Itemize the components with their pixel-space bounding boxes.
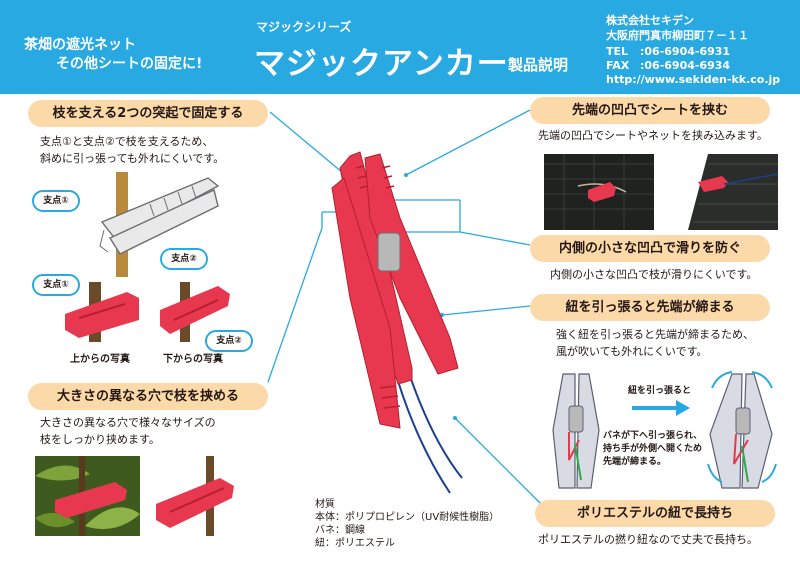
support-1-badge-photo: 支点① xyxy=(32,274,80,296)
diagram-pull-label: 紐を引っ張ると xyxy=(628,386,692,396)
heading-branch-support: 枝を支える2つの突起で固定する xyxy=(28,100,268,127)
material-title: 材質 xyxy=(315,499,335,510)
heading-inner-grip: 内側の小さな凹凸で滑りを防ぐ xyxy=(530,235,770,262)
header-banner xyxy=(0,0,800,94)
photo-bottom-view xyxy=(158,282,238,342)
diagram-clip-after xyxy=(707,371,777,489)
heading-pull-tighten: 紐を引っ張ると先端が締まる xyxy=(530,294,770,321)
company-address: 大阪府門真市柳田町７－１１ xyxy=(606,29,749,42)
page-title: マジックアンカー xyxy=(254,46,509,82)
photo-top-view xyxy=(55,282,145,342)
holes-desc-2: 枝をしっかり挟めます。 xyxy=(40,433,160,446)
support-1-badge: 支点① xyxy=(32,190,80,212)
support-2-badge: 支点② xyxy=(160,248,208,270)
support-2-badge-photo: 支点② xyxy=(205,330,253,352)
caption-top-view: 上からの写真 xyxy=(70,354,130,365)
branch-clip-illustration xyxy=(99,172,220,277)
tel-number: :06-6904-6931 xyxy=(640,45,731,58)
photo-tip-net xyxy=(678,154,778,230)
heading-polyester-cord: ポリエステルの紐で長持ち xyxy=(535,500,775,527)
material-body: 本体：ポリプロピレン（UV耐候性樹脂） xyxy=(315,512,500,523)
heading-holes: 大きさの異なる穴で枝を挟める xyxy=(28,383,268,410)
diagram-text-3: 先端が締まる。 xyxy=(603,457,667,467)
diagram-arrow-icon xyxy=(632,400,690,416)
cord-desc-1: ポリエステルの撚り紐なので丈夫で長持ち。 xyxy=(538,533,758,546)
fax-number: :06-6904-6934 xyxy=(640,59,731,72)
pull-desc-1: 強く紐を引っ張ると先端が締まるため、 xyxy=(556,328,754,341)
holes-desc-1: 大きさの異なる穴で様々なサイズの xyxy=(40,416,216,429)
heading-tip: 先端の凹凸でシートを挟む xyxy=(530,97,770,124)
branch-desc-1: 支点①と支点②で枝を支えるため、 xyxy=(40,135,214,148)
material-spring: バネ：鋼線 xyxy=(315,525,365,536)
photo-holes-leaves xyxy=(35,456,140,536)
magic-anchor-product-photo xyxy=(331,151,463,494)
pull-desc-2: 風が吹いても外れにくいです。 xyxy=(556,345,708,358)
diagram-text-2: 持ち手が外側へ開くため xyxy=(603,444,703,454)
series-name: マジックシリーズ xyxy=(256,20,352,34)
fax-label: FAX xyxy=(606,59,630,72)
page-subtitle: 製品説明 xyxy=(508,56,569,74)
diagram-text-1: バネが下へ引っ張られ、 xyxy=(603,431,703,441)
inner-desc-1: 内側の小さな凹凸で枝が滑りにくいです。 xyxy=(550,268,758,281)
branch-desc-2: 斜めに引っ張っても外れにくいです。 xyxy=(40,152,225,165)
tel-label: TEL xyxy=(606,45,629,58)
tip-desc-1: 先端の凹凸でシートやネットを挟み込みます。 xyxy=(538,129,768,142)
caption-bottom-view: 下からの写真 xyxy=(163,354,223,365)
material-cord: 紐：ポリエステル xyxy=(315,538,395,549)
diagram-clip-before xyxy=(552,373,600,489)
photo-tip-sheet xyxy=(544,154,654,230)
photo-holes-clip xyxy=(150,456,245,536)
website-link[interactable]: http://www.sekiden-kk.co.jp xyxy=(606,73,781,86)
tagline-1: 茶畑の遮光ネット xyxy=(24,37,136,53)
company-name: 株式会社セキデン xyxy=(606,14,694,27)
tagline-2: その他シートの固定に! xyxy=(56,56,203,72)
